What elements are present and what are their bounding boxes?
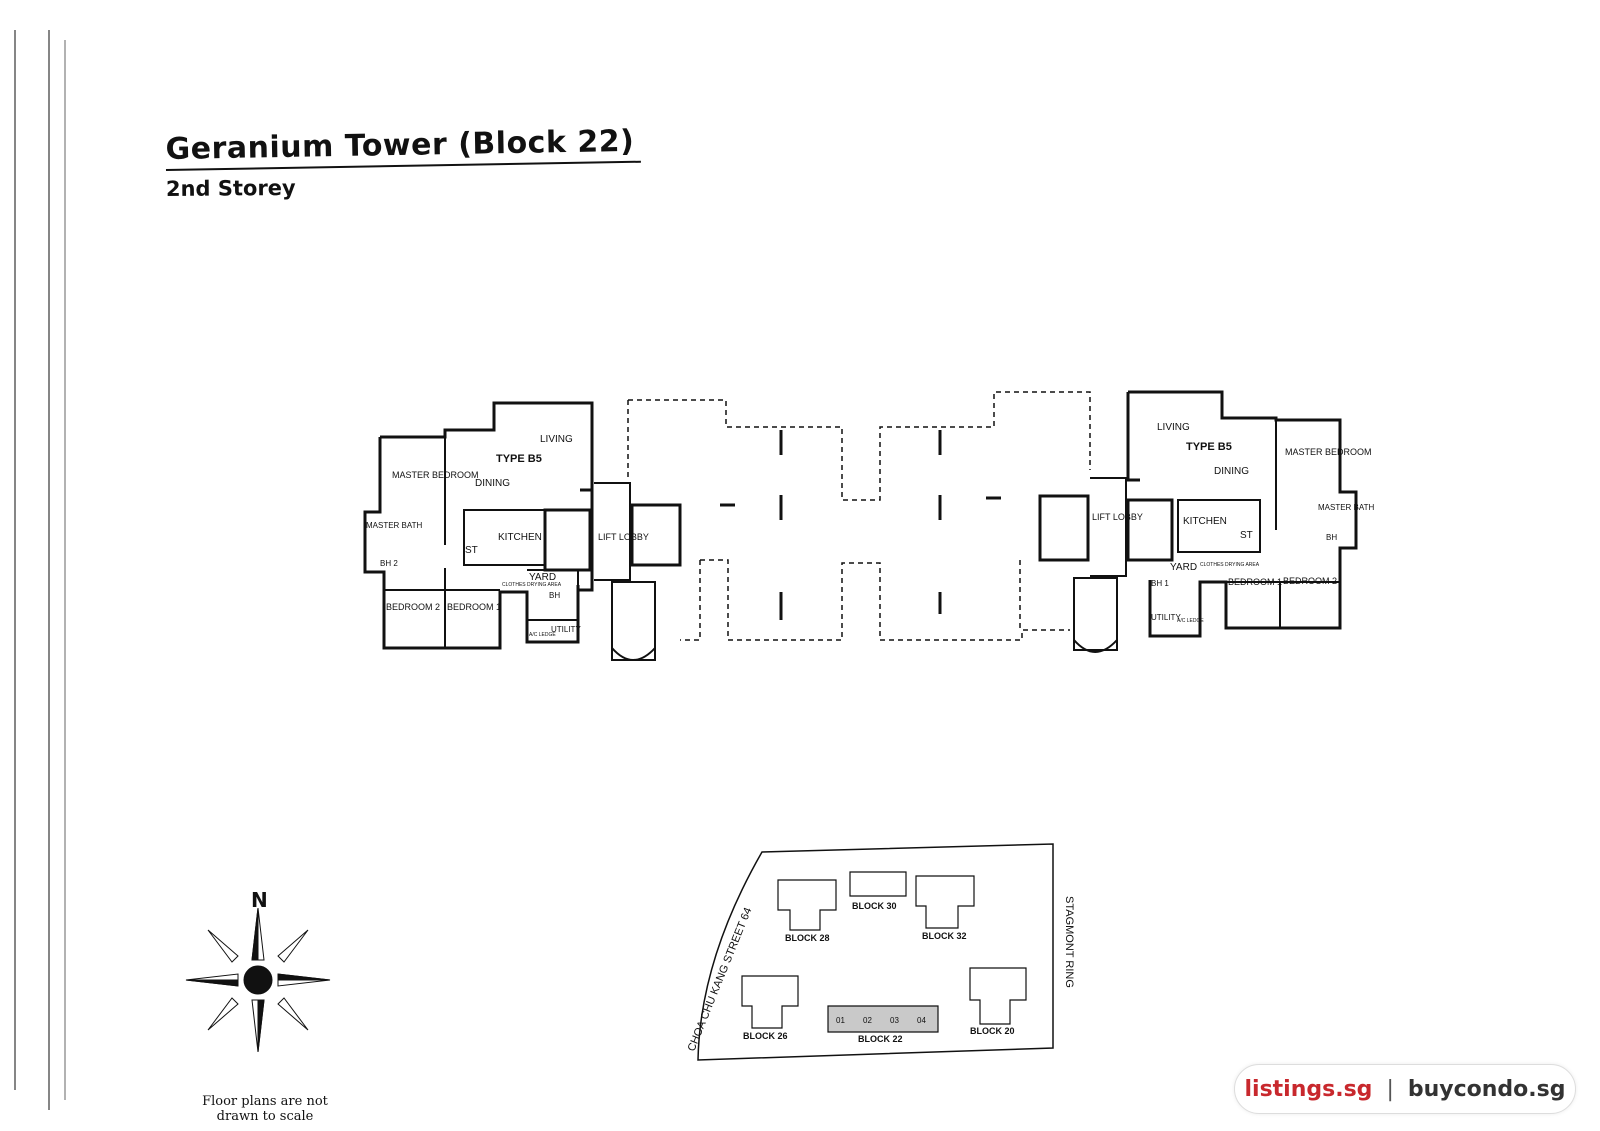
room-label: BEDROOM 1	[1228, 577, 1282, 587]
unit-number-label: 01	[836, 1016, 845, 1025]
room-label: MASTER BEDROOM	[1285, 447, 1372, 457]
unit-number-label: 02	[863, 1016, 872, 1025]
unit-number-label: 04	[917, 1016, 926, 1025]
room-label: MASTER BATH	[366, 521, 423, 530]
room-label: ST	[1240, 530, 1253, 541]
street-label: STAGMONT RING	[1063, 896, 1075, 988]
room-label: CLOTHES DRYING AREA	[1200, 562, 1260, 568]
room-label: MASTER BEDROOM	[392, 470, 479, 480]
room-label: A/C LEDGE	[1177, 618, 1204, 624]
watermark-badge: listings.sg | buycondo.sg	[1234, 1064, 1576, 1114]
right-core	[1038, 477, 1127, 653]
left-unit	[363, 401, 594, 650]
block-label: BLOCK 20	[970, 1026, 1015, 1036]
right-unit-labels: LIVING DINING MASTER BEDROOM MASTER BATH…	[1092, 422, 1375, 624]
left-unit-labels: LIVING DINING MASTER BEDROOM MASTER BATH…	[366, 434, 649, 638]
room-label: BEDROOM 2	[1283, 576, 1337, 586]
block-label: BLOCK 22	[858, 1034, 903, 1044]
room-label: YARD	[529, 572, 556, 583]
scale-note: Floor plans are not drawn to scale	[202, 1094, 328, 1124]
room-label: ST	[465, 545, 478, 556]
room-label: KITCHEN	[498, 532, 542, 543]
room-label: BH	[549, 591, 560, 600]
block-label: BLOCK 28	[785, 933, 830, 943]
room-label: BH 2	[380, 559, 398, 568]
room-label: BEDROOM 1	[447, 602, 501, 612]
room-label: BEDROOM 2	[386, 602, 440, 612]
block-label: BLOCK 30	[852, 901, 897, 911]
floor-plan: LIVING DINING MASTER BEDROOM MASTER BATH…	[363, 390, 1375, 661]
room-label: YARD	[1170, 562, 1197, 573]
site-blocks	[741, 871, 1027, 1033]
room-label: LIVING	[1157, 422, 1190, 433]
block-label: BLOCK 32	[922, 931, 967, 941]
void-column-marks	[720, 430, 1001, 620]
unit-number-label: 03	[890, 1016, 899, 1025]
room-label: CLOTHES DRYING AREA	[502, 582, 562, 588]
room-label: BH	[1326, 533, 1337, 542]
room-label: BH 1	[1151, 579, 1169, 588]
unit-type-label: TYPE B5	[496, 453, 542, 465]
scan-edge-line	[14, 30, 16, 1090]
room-label: MASTER BATH	[1318, 503, 1375, 512]
site-boundary	[697, 843, 1054, 1061]
unit-type-label: TYPE B5	[1186, 441, 1232, 453]
room-label: KITCHEN	[1183, 516, 1227, 527]
lift-lobby-label: LIFT LOBBY	[1092, 512, 1143, 522]
room-label: LIVING	[540, 434, 573, 445]
right-unit	[1126, 390, 1358, 638]
void-units	[627, 391, 1091, 641]
watermark-listings-link[interactable]: listings.sg	[1244, 1076, 1373, 1102]
watermark-separator: |	[1386, 1076, 1394, 1102]
compass-rose-icon	[185, 907, 331, 1053]
site-plan: BLOCK 28 BLOCK 30 BLOCK 32 BLOCK 26 BLOC…	[686, 843, 1075, 1061]
north-label: N	[251, 888, 268, 912]
block-label: BLOCK 26	[743, 1031, 788, 1041]
room-label: UTILITY	[551, 625, 581, 634]
room-label: DINING	[475, 478, 510, 489]
room-label: A/C LEDGE	[529, 632, 556, 638]
left-core	[594, 482, 682, 661]
room-label: UTILITY	[1151, 613, 1181, 622]
room-label: DINING	[1214, 466, 1249, 477]
scan-edge-line	[64, 40, 66, 1100]
lift-lobby-label: LIFT LOBBY	[598, 532, 649, 542]
watermark-buycondo-link[interactable]: buycondo.sg	[1407, 1076, 1566, 1102]
scan-edge-line	[48, 30, 50, 1110]
